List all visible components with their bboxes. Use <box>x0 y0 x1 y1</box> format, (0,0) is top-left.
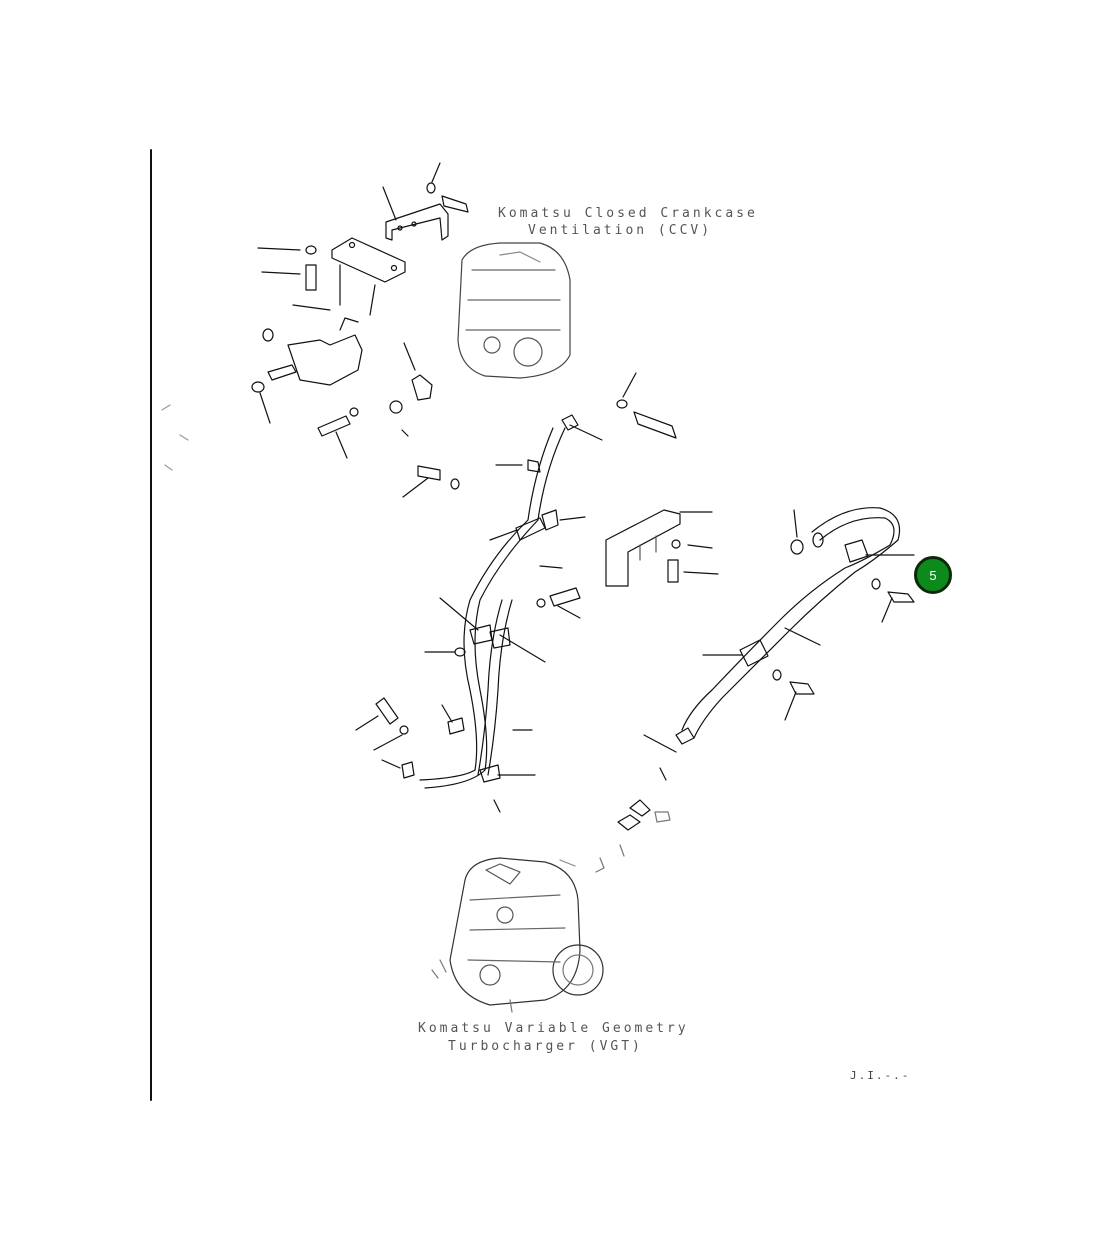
bracket-icon <box>331 237 406 316</box>
clamp-icon <box>469 509 559 783</box>
bolt-icon <box>317 407 359 459</box>
bolt-icon <box>355 697 409 751</box>
fitting-icon <box>595 799 671 873</box>
turbocharger-icon <box>431 857 604 1013</box>
bolt-icon <box>881 591 915 623</box>
bolt-icon <box>616 372 677 439</box>
valve-icon <box>262 317 363 386</box>
bolt-icon <box>784 681 815 721</box>
ccv-label-line2: Ventilation (CCV) <box>528 223 713 238</box>
bracket-icon <box>382 186 449 241</box>
sheet-reference: J.I.-.- <box>850 1069 911 1082</box>
ccv-label-line1: Komatsu Closed Crankcase <box>498 206 758 221</box>
callout-marker-5[interactable]: 5 <box>914 556 952 594</box>
callout-number: 5 <box>929 567 937 583</box>
bolt-icon <box>536 587 581 619</box>
hose-icon <box>681 507 901 739</box>
vgt-label-line2: Turbocharger (VGT) <box>448 1039 643 1054</box>
clamp-icon <box>739 539 869 667</box>
bolt-icon <box>426 162 469 213</box>
bolt-icon <box>402 465 460 498</box>
breather-icon <box>457 242 571 379</box>
vgt-label-line1: Komatsu Variable Geometry <box>418 1021 689 1036</box>
hose-icon <box>419 427 566 789</box>
bracket-icon <box>605 509 713 587</box>
